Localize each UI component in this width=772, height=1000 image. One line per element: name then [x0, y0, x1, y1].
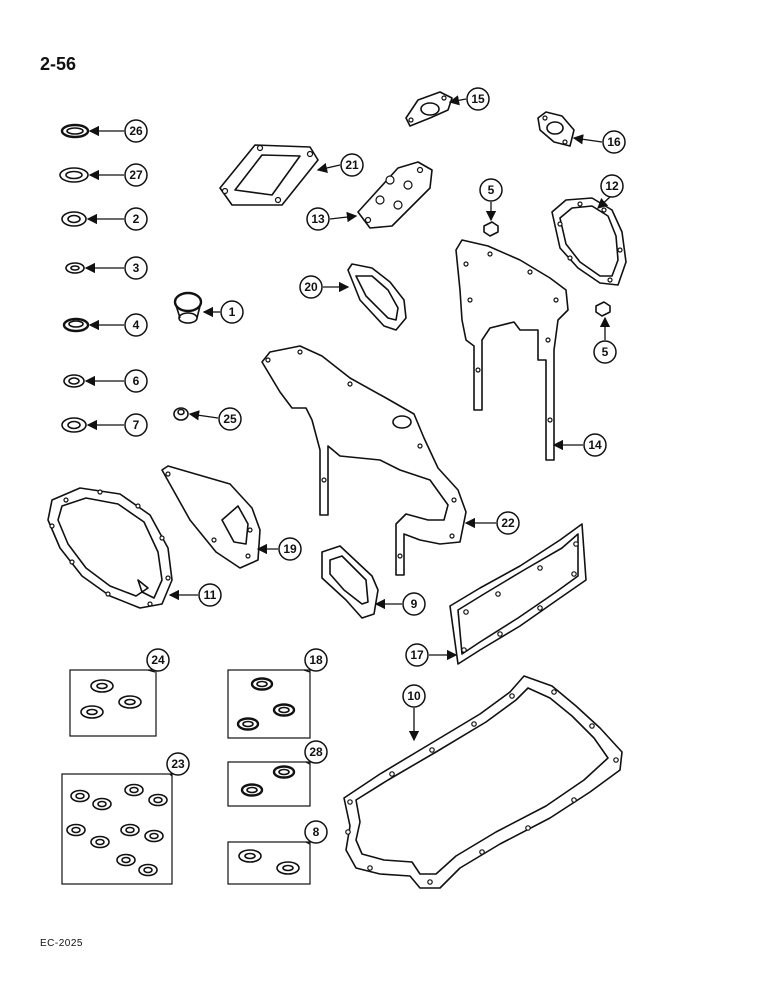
callout-7: 7 — [124, 413, 148, 437]
grommet-25 — [173, 407, 189, 421]
callout-5-lower: 5 — [593, 340, 617, 364]
cover-plate-13 — [357, 161, 433, 229]
document-code: EC-2025 — [40, 938, 83, 949]
svg-text:4: 4 — [133, 318, 140, 332]
gasket-11 — [47, 487, 173, 609]
svg-text:20: 20 — [304, 280, 318, 294]
callout-14: 14 — [583, 433, 607, 457]
seal-27 — [59, 167, 89, 183]
gasket-9 — [321, 545, 379, 619]
gasket-21 — [219, 144, 319, 206]
svg-text:11: 11 — [204, 588, 217, 602]
key-5-upper — [483, 221, 499, 237]
callout-11: 11 — [198, 583, 222, 607]
svg-text:23: 23 — [171, 757, 185, 771]
gasket-14 — [455, 239, 569, 461]
svg-text:10: 10 — [407, 689, 421, 703]
svg-text:26: 26 — [129, 124, 143, 138]
callout-10: 10 — [402, 684, 426, 708]
svg-text:12: 12 — [605, 179, 619, 193]
callout-15: 15 — [466, 87, 490, 111]
callout-18: 18 — [304, 648, 328, 672]
svg-text:14: 14 — [588, 438, 602, 452]
kit-box-18 — [227, 669, 311, 739]
svg-text:8: 8 — [313, 825, 320, 839]
callout-19: 19 — [278, 537, 302, 561]
callout-4: 4 — [124, 313, 148, 337]
callout-27: 27 — [124, 163, 148, 187]
callout-23: 23 — [166, 752, 190, 776]
svg-text:6: 6 — [133, 374, 140, 388]
callout-17: 17 — [405, 643, 429, 667]
key-5-lower — [595, 301, 611, 317]
gasket-15 — [405, 91, 453, 127]
svg-text:2: 2 — [133, 212, 140, 226]
svg-text:25: 25 — [223, 412, 237, 426]
callout-5-upper: 5 — [479, 178, 503, 202]
gasket-17 — [449, 523, 587, 665]
gasket-22 — [261, 345, 467, 576]
callout-6: 6 — [124, 369, 148, 393]
callout-24: 24 — [146, 648, 170, 672]
svg-text:22: 22 — [501, 516, 515, 530]
callout-21: 21 — [340, 153, 364, 177]
svg-text:27: 27 — [129, 168, 143, 182]
seal-2 — [61, 211, 87, 227]
kit-box-24 — [69, 669, 157, 737]
svg-text:21: 21 — [345, 158, 359, 172]
svg-text:24: 24 — [151, 653, 165, 667]
sleeve-1 — [173, 291, 203, 324]
svg-text:19: 19 — [283, 542, 297, 556]
svg-text:3: 3 — [133, 261, 140, 275]
callout-28: 28 — [304, 740, 328, 764]
leader-lines — [84, 95, 611, 845]
svg-text:16: 16 — [607, 135, 621, 149]
svg-text:1: 1 — [229, 305, 236, 319]
seal-4 — [62, 317, 90, 333]
svg-text:18: 18 — [309, 653, 323, 667]
callout-8: 8 — [304, 820, 328, 844]
svg-text:28: 28 — [309, 745, 323, 759]
kit-box-28 — [227, 761, 311, 807]
seal-6 — [63, 374, 85, 388]
svg-text:17: 17 — [410, 648, 424, 662]
kit-box-8 — [227, 841, 311, 885]
callout-22: 22 — [496, 511, 520, 535]
callout-26: 26 — [124, 119, 148, 143]
gasket-10 — [343, 675, 623, 889]
callout-2: 2 — [124, 207, 148, 231]
svg-text:13: 13 — [311, 212, 325, 226]
callout-9: 9 — [402, 592, 426, 616]
gasket-19 — [161, 465, 261, 569]
callout-12: 12 — [600, 174, 624, 198]
kit-box-23 — [61, 773, 173, 885]
seal-7 — [61, 417, 87, 433]
svg-text:5: 5 — [602, 345, 609, 359]
callout-1: 1 — [220, 300, 244, 324]
gasket-16 — [537, 111, 575, 147]
svg-text:15: 15 — [471, 92, 485, 106]
gasket-20 — [347, 263, 407, 331]
callout-16: 16 — [602, 130, 626, 154]
svg-text:7: 7 — [133, 418, 140, 432]
callout-25: 25 — [218, 407, 242, 431]
callout-20: 20 — [299, 275, 323, 299]
svg-text:9: 9 — [411, 597, 418, 611]
callout-3: 3 — [124, 256, 148, 280]
gasket-12 — [551, 197, 627, 286]
seal-3 — [65, 262, 85, 274]
svg-text:5: 5 — [488, 183, 495, 197]
page-number: 2-56 — [40, 54, 77, 74]
callout-13: 13 — [306, 207, 330, 231]
seal-26 — [60, 123, 90, 139]
